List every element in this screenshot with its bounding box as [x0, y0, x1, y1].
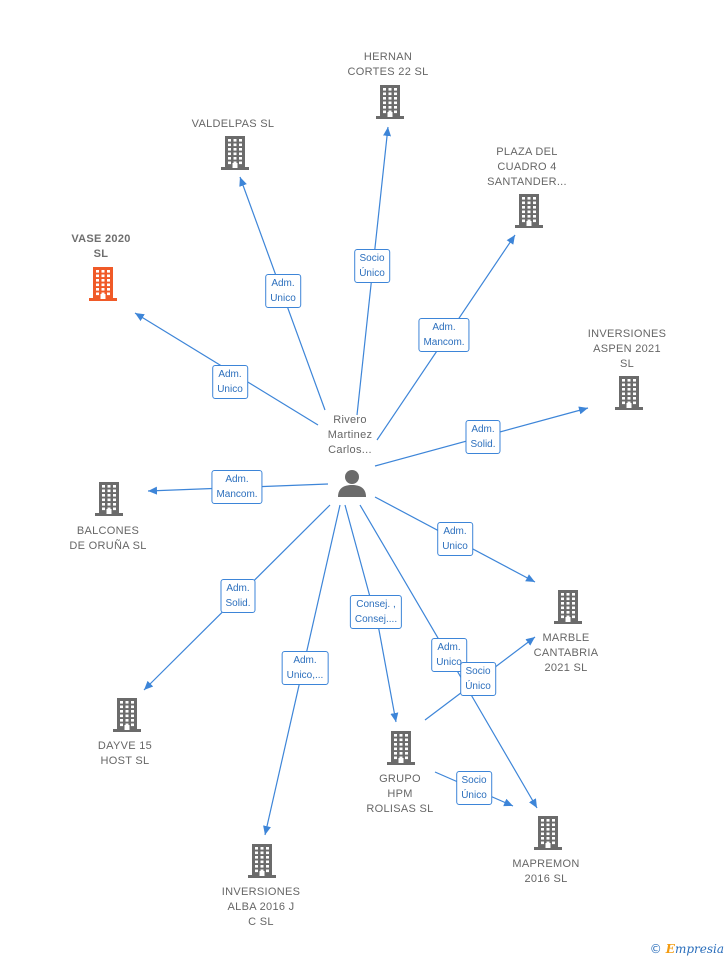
- relationship-label[interactable]: Adm. Solid.: [465, 420, 501, 454]
- relationship-label-line: Único: [461, 790, 487, 801]
- building-icon[interactable]: [532, 815, 564, 856]
- building-icon[interactable]: [111, 697, 143, 738]
- company-name-line: C SL: [248, 916, 274, 928]
- company-name-line: VALDELPAS SL: [191, 118, 275, 130]
- edge-center-grupo: [344, 504, 399, 723]
- building-icon[interactable]: [374, 84, 406, 125]
- relationship-label-line: Mancom.: [216, 489, 258, 500]
- relationship-label[interactable]: Consej. , Consej....: [349, 595, 403, 629]
- relationship-label[interactable]: Adm. Mancom.: [418, 318, 470, 352]
- building-icon[interactable]: [385, 730, 417, 771]
- relationship-label-line: Unico: [442, 541, 468, 552]
- company-name-line: BALCONES: [76, 525, 140, 537]
- company-name-line: VASE 2020: [71, 233, 131, 245]
- company-name-line: PLAZA DEL: [496, 146, 558, 158]
- relationship-label[interactable]: Adm. Mancom.: [211, 470, 263, 504]
- company-name-dayve[interactable]: DAYVE 15 HOST SL: [98, 739, 152, 769]
- relationship-label-line: Adm.: [226, 583, 250, 594]
- relationship-label-line: Socio: [461, 775, 487, 786]
- relationship-label-line: Socio: [359, 253, 385, 264]
- company-name-line: ALBA 2016 J: [227, 901, 295, 913]
- company-name-line: DAYVE 15: [97, 740, 153, 752]
- company-name-marble[interactable]: MARBLE CANTABRIA 2021 SL: [534, 631, 599, 676]
- company-name-line: ASPEN 2021: [593, 343, 661, 355]
- company-name-hernan[interactable]: HERNAN CORTES 22 SL: [347, 50, 428, 80]
- company-name-line: HOST SL: [100, 755, 150, 767]
- relationship-label[interactable]: Adm. Unico: [265, 274, 301, 308]
- company-name-plaza[interactable]: PLAZA DEL CUADRO 4 SANTANDER...: [487, 145, 567, 190]
- company-name-line: 2016 SL: [524, 873, 568, 885]
- relationship-label-line: Adm.: [437, 642, 461, 653]
- relationship-label-line: Solid.: [470, 439, 496, 450]
- company-name-line: DE ORUÑA SL: [69, 540, 147, 552]
- relationship-label[interactable]: Adm. Unico: [431, 638, 467, 672]
- building-icon[interactable]: [87, 266, 119, 307]
- relationship-label-line: Adm.: [443, 526, 467, 537]
- relationship-label[interactable]: Adm. Unico: [437, 522, 473, 556]
- building-icon[interactable]: [93, 481, 125, 522]
- relationship-label[interactable]: Adm. Unico: [212, 365, 248, 399]
- relationship-label-line: Unico: [270, 293, 296, 304]
- company-name-line: SL: [93, 248, 109, 260]
- company-name-grupo[interactable]: GRUPO HPM ROLISAS SL: [366, 772, 433, 817]
- company-name-line: INVERSIONES: [221, 886, 301, 898]
- building-icon[interactable]: [513, 193, 545, 234]
- relationship-label-line: Unico: [217, 384, 243, 395]
- relationship-label-line: Único: [359, 268, 385, 279]
- company-name-line: HPM: [387, 788, 413, 800]
- copyright-icon: ©: [649, 942, 662, 956]
- company-name-line: CUADRO 4: [497, 161, 557, 173]
- person-name-line: Carlos...: [328, 444, 372, 456]
- building-icon[interactable]: [219, 135, 251, 176]
- company-name-line: 2021 SL: [544, 662, 588, 674]
- footer-brand: ©Empresia: [650, 942, 724, 956]
- company-name-line: GRUPO: [379, 773, 421, 785]
- company-name-line: MAPREMON: [512, 858, 580, 870]
- relationship-label-line: Unico,...: [286, 670, 324, 681]
- company-name-mapremon[interactable]: MAPREMON 2016 SL: [512, 857, 579, 887]
- relationship-label-line: Consej....: [354, 614, 398, 625]
- brand-initial: E: [665, 942, 675, 956]
- relationship-label-line: Adm.: [271, 278, 295, 289]
- relationship-label-line: Adm.: [225, 474, 249, 485]
- person-icon[interactable]: [337, 468, 367, 503]
- relationship-label-line: Adm.: [432, 322, 456, 333]
- relationship-label-line: Adm.: [471, 424, 495, 435]
- company-name-line: CORTES 22 SL: [347, 66, 429, 78]
- relationship-label-line: Único: [465, 681, 491, 692]
- company-name-alba[interactable]: INVERSIONES ALBA 2016 J C SL: [222, 885, 301, 930]
- relationship-label-line: Socio: [465, 666, 491, 677]
- company-name-line: SANTANDER...: [487, 176, 567, 188]
- brand-name: mpresia: [674, 942, 724, 956]
- company-name-balcones[interactable]: BALCONES DE ORUÑA SL: [69, 524, 146, 554]
- building-icon[interactable]: [613, 375, 645, 416]
- relationship-label-line: Unico: [436, 657, 462, 668]
- relationship-label[interactable]: Adm. Unico,...: [281, 651, 329, 685]
- company-name-valdelpas[interactable]: VALDELPAS SL: [192, 117, 275, 132]
- company-name-line: MARBLE: [542, 632, 590, 644]
- company-name-line: HERNAN: [363, 51, 413, 63]
- relationship-label[interactable]: Adm. Solid.: [220, 579, 256, 613]
- company-name-line: INVERSIONES: [587, 328, 667, 340]
- company-name-line: SL: [619, 358, 635, 370]
- company-name-line: CANTABRIA: [533, 647, 599, 659]
- building-icon[interactable]: [552, 589, 584, 630]
- relationship-label-line: Consej. ,: [356, 599, 396, 610]
- person-name-line: Rivero: [333, 414, 367, 426]
- relationship-label-line: Adm.: [293, 655, 317, 666]
- company-name-line: ROLISAS SL: [366, 803, 434, 815]
- relationship-label-line: Adm.: [218, 369, 242, 380]
- person-name-line: Martinez: [327, 429, 373, 441]
- building-icon[interactable]: [246, 843, 278, 884]
- relationship-label-line: Mancom.: [423, 337, 465, 348]
- relationship-label-line: Solid.: [225, 598, 251, 609]
